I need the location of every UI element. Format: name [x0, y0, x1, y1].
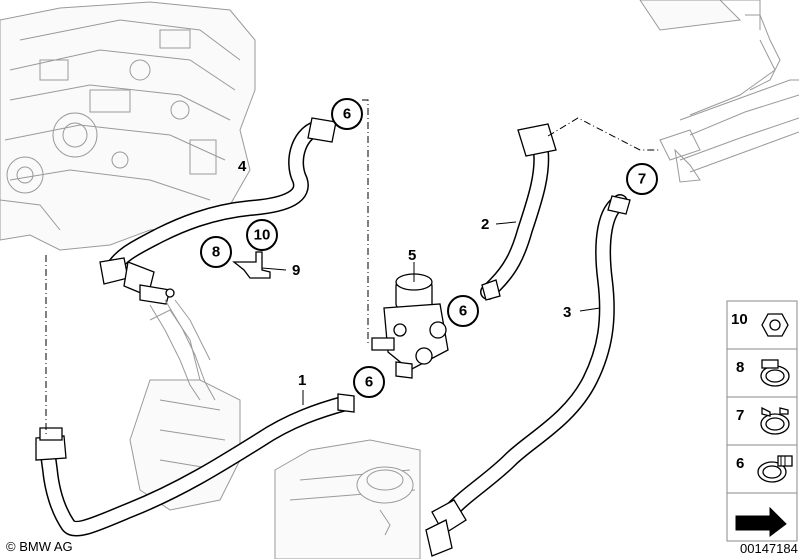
callout-6-top: 6 — [331, 98, 363, 130]
svg-text:10: 10 — [254, 227, 271, 244]
label-2: 2 — [481, 216, 489, 233]
hose-clamp-icon — [760, 359, 790, 387]
diagram-id: 00147184 — [740, 541, 798, 556]
legend-number-6: 6 — [736, 455, 744, 472]
legend-number-8: 8 — [736, 359, 744, 376]
callout-6-valve: 6 — [447, 295, 479, 327]
spring-clamp-icon — [760, 406, 790, 435]
reference-lines — [45, 99, 660, 436]
hose-3 — [425, 194, 631, 557]
label-1: 1 — [298, 372, 306, 389]
legend-number-7: 7 — [736, 407, 744, 424]
hose-1 — [35, 390, 355, 537]
callout-7: 7 — [626, 163, 658, 195]
worm-clamp-icon — [757, 455, 793, 483]
copyright-text: © BMW AG — [6, 539, 73, 554]
expansion-tank-drawing — [274, 439, 421, 559]
svg-text:6: 6 — [343, 106, 351, 123]
label-9: 9 — [292, 262, 300, 279]
callout-6-bottom: 6 — [353, 366, 385, 398]
legend-number-10: 10 — [731, 311, 748, 328]
valve-5 — [371, 262, 449, 379]
bracket-9 — [232, 251, 287, 279]
hose-2 — [480, 123, 557, 301]
svg-text:6: 6 — [365, 374, 373, 391]
label-3: 3 — [563, 304, 571, 321]
hose-4 — [99, 117, 337, 305]
svg-text:7: 7 — [638, 171, 646, 188]
nut-icon — [761, 313, 789, 337]
hose-4-lower — [149, 299, 216, 401]
label-4: 4 — [238, 158, 247, 175]
svg-text:8: 8 — [212, 244, 220, 261]
callout-10: 10 — [246, 219, 278, 251]
svg-text:6: 6 — [459, 303, 467, 320]
radiator-tubes-drawing — [639, 0, 799, 183]
label-5: 5 — [408, 247, 416, 264]
engine-block-drawing — [0, 1, 256, 251]
legend: 10 8 7 6 — [726, 300, 798, 542]
callout-8: 8 — [200, 236, 232, 268]
arrow-icon — [735, 506, 787, 537]
